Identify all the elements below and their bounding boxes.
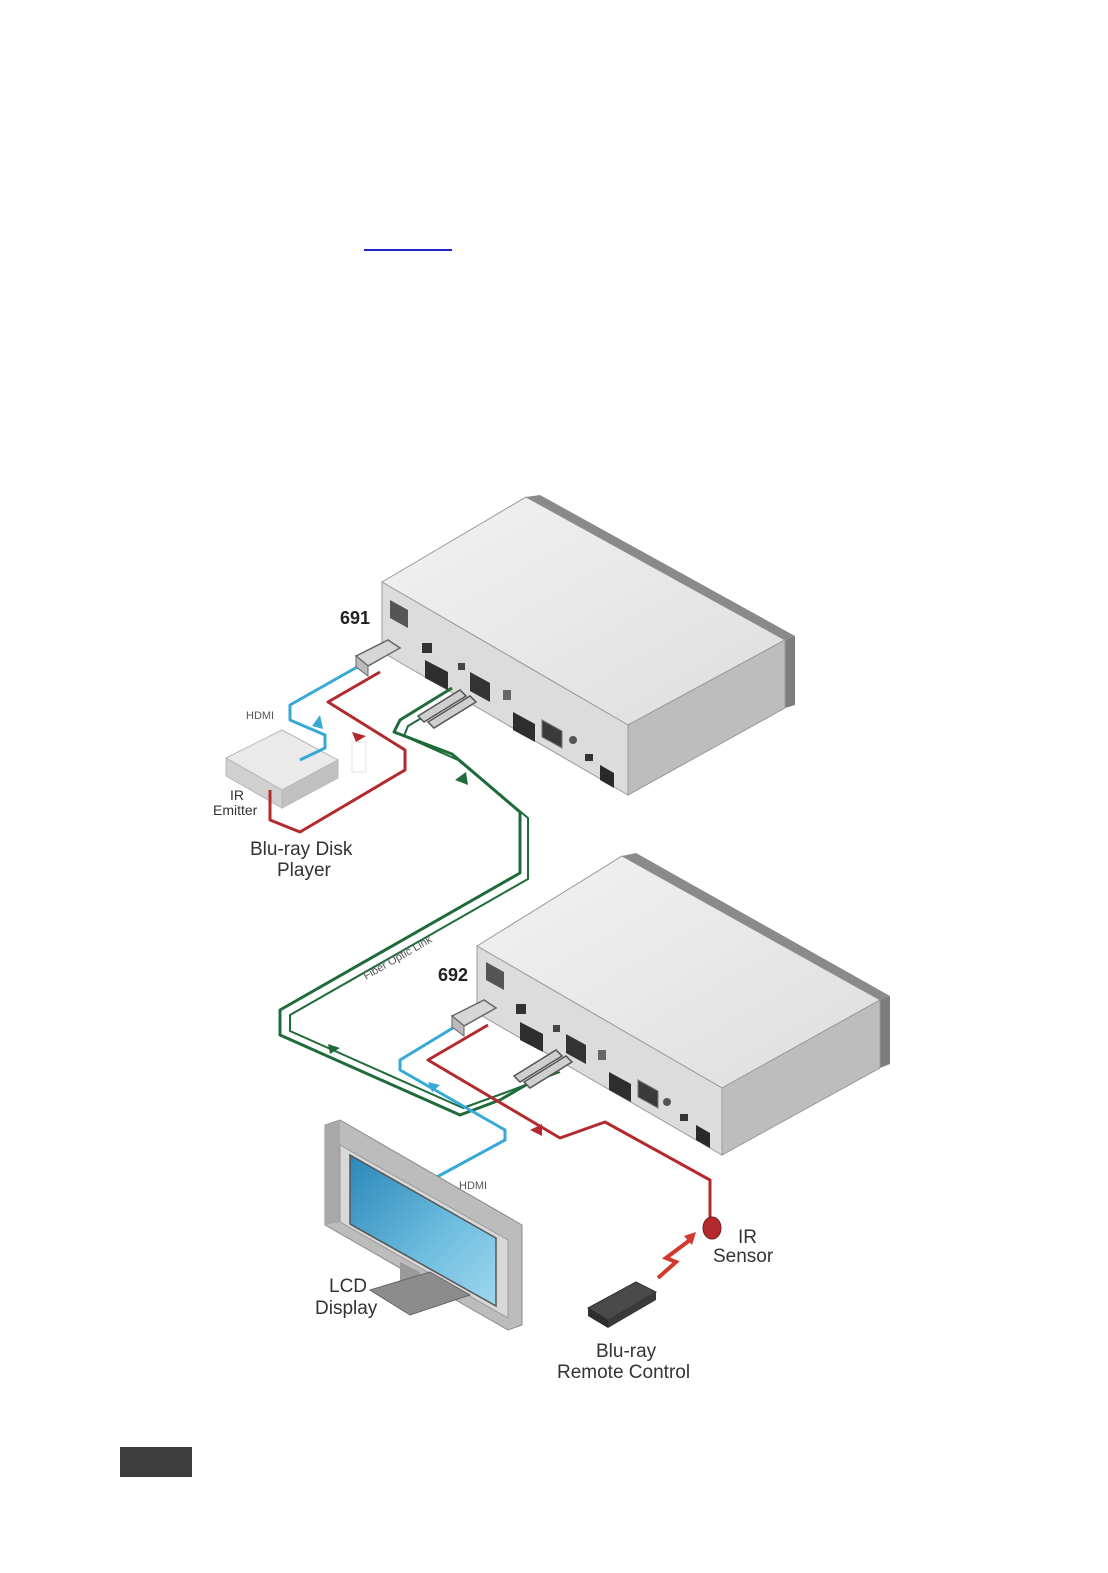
ir-sensor-label-line1: IR: [738, 1227, 757, 1248]
hdmi-label-bottom: HDMI: [459, 1180, 487, 1192]
bluray-remote-control: [588, 1282, 656, 1328]
ir-sensor: [703, 1217, 721, 1239]
bluray-disk-player: [226, 730, 366, 808]
ir-top-arrow: [352, 732, 366, 742]
unit-691: 691: [340, 495, 795, 795]
fiber-arrow-1: [455, 772, 468, 785]
unit-692: 692: [438, 853, 890, 1155]
unit-692-label: 692: [438, 965, 468, 985]
page-number-tab: [120, 1447, 192, 1477]
bluray-player-label-line1: Blu-ray Disk: [250, 839, 353, 860]
hdmi-top-arrow: [312, 715, 323, 729]
remote-label-line1: Blu-ray: [596, 1341, 657, 1362]
unit-691-label: 691: [340, 608, 370, 628]
bluray-player-label-line2: Player: [277, 860, 332, 881]
lcd-label-line2: Display: [315, 1298, 378, 1319]
ir-bottom-arrow: [530, 1124, 542, 1136]
remote-label-line2: Remote Control: [557, 1362, 690, 1383]
ir-emitter-label-line1: IR: [230, 787, 244, 803]
ir-emitter-label-line2: Emitter: [213, 802, 258, 818]
hdmi-label-top: HDMI: [246, 710, 274, 722]
ir-signal-icon: [658, 1240, 690, 1278]
lcd-label-line1: LCD: [329, 1276, 367, 1297]
ir-sensor-label-line2: Sensor: [713, 1246, 774, 1267]
